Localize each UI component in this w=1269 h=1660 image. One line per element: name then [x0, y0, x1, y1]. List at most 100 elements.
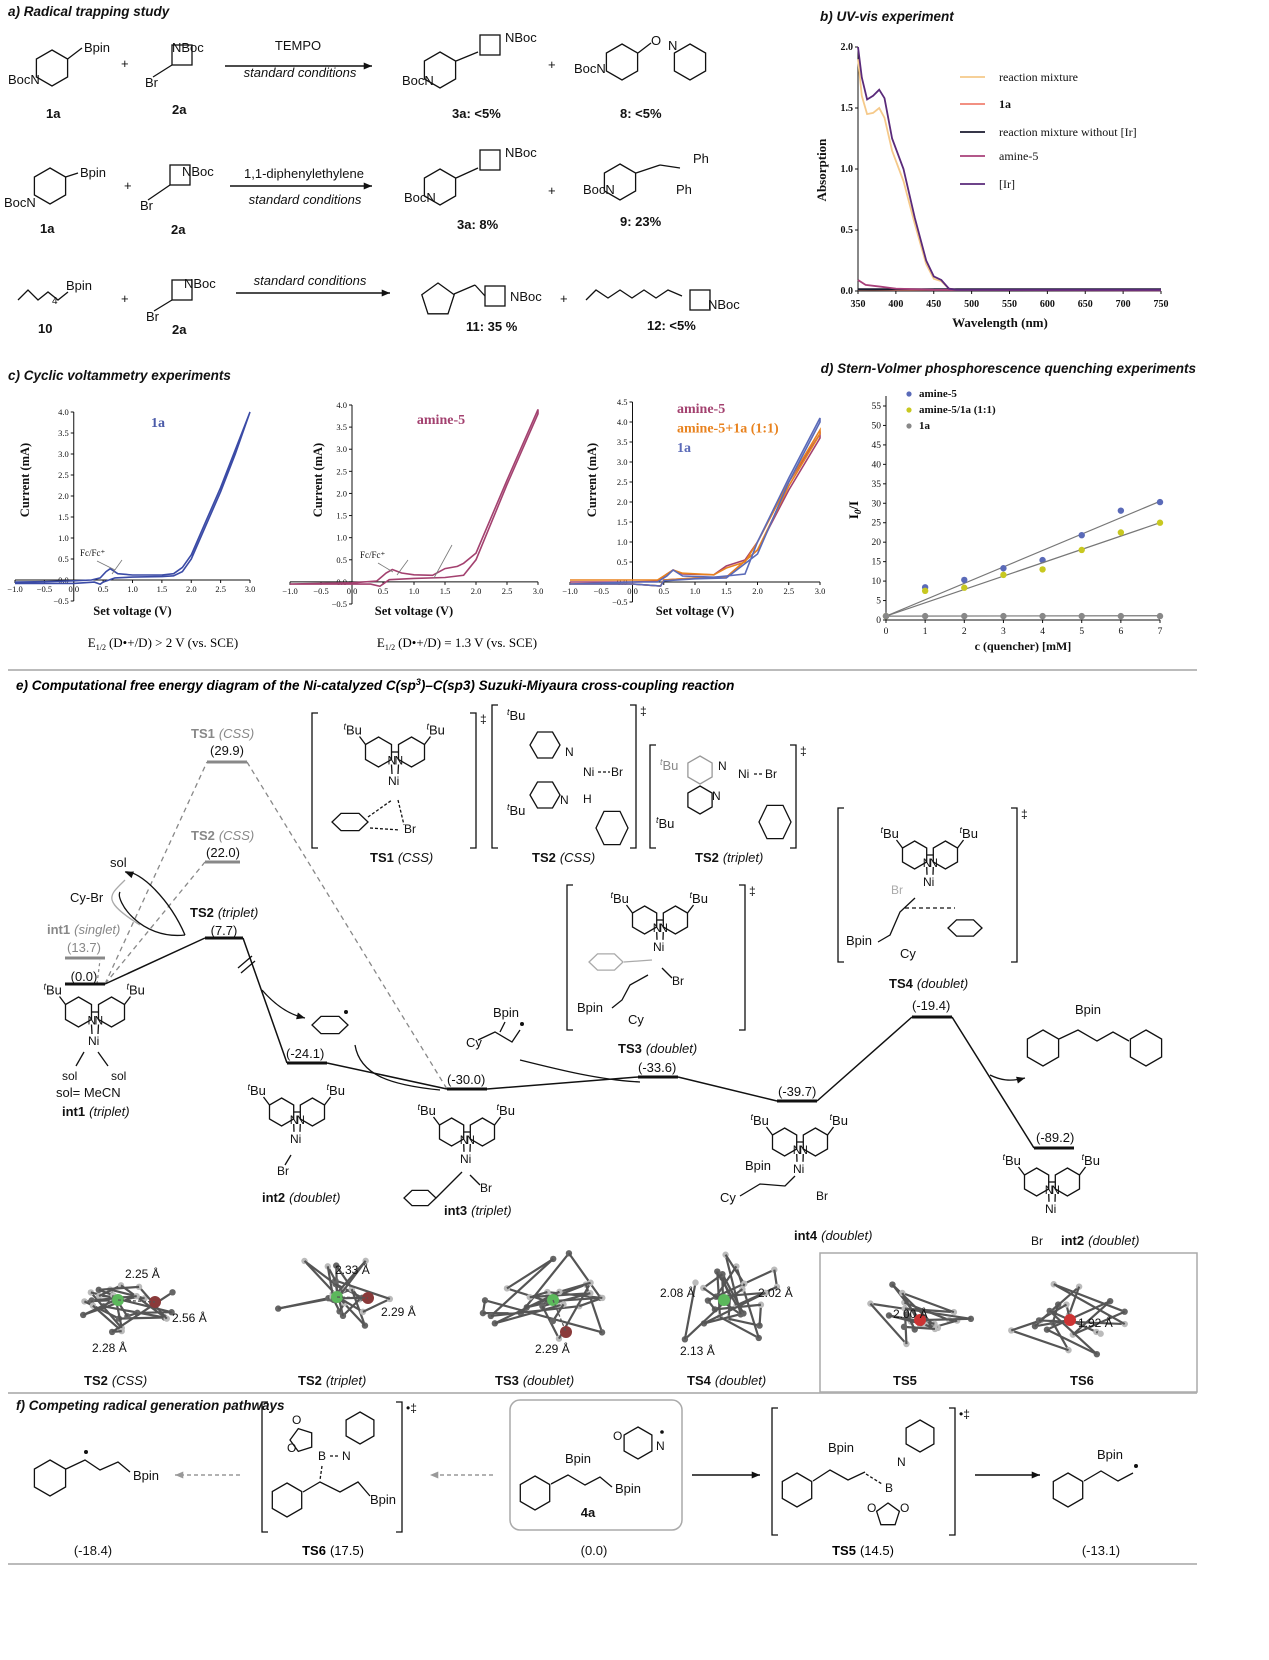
chain-repeat-count: 4	[52, 296, 58, 307]
model-label-state: (doublet)	[715, 1373, 766, 1388]
bracket-left	[837, 807, 844, 963]
nitrogen-label: N	[659, 921, 668, 935]
y-tick-label: 2.0	[336, 488, 347, 498]
bromo-label: Br	[672, 974, 684, 988]
cyclohexyl-ring-icon	[1129, 1029, 1163, 1067]
tbu-label: tBu	[690, 890, 708, 906]
fit-line-amine-5	[885, 500, 1161, 617]
label-ts2-triplet-structure-state: (triplet)	[723, 850, 763, 865]
oxygen-label: O	[900, 1501, 909, 1515]
tbu-label: tBu	[126, 982, 144, 998]
plus-sign: +	[548, 183, 556, 198]
data-point-amine-5-1a-1-1-	[921, 587, 929, 595]
nitrogen-label: N	[1051, 1183, 1060, 1197]
alkene-chain	[17, 289, 69, 301]
panel-b-title: b) UV-vis experiment	[820, 9, 954, 24]
series-line-1a	[14, 411, 251, 586]
model-bond	[278, 1297, 329, 1310]
label-ts1-css: TS1(CSS)	[370, 850, 433, 865]
azetidine-ring-icon	[171, 279, 193, 301]
nboc-label: NBoc	[505, 145, 537, 160]
y-tick-label: −0.5	[332, 599, 347, 609]
bond-distance-label: 2.56 Å	[172, 1310, 207, 1325]
bocn-label: BocN	[8, 72, 40, 87]
x-tick-label: 4	[1040, 627, 1045, 637]
model-bond	[1010, 1329, 1069, 1352]
x-tick-label: 3.0	[533, 586, 544, 596]
piperidine-ring-icon	[423, 168, 457, 206]
phenyl-label: Ph	[693, 151, 709, 166]
annotation-line	[111, 559, 123, 575]
model-bond	[111, 1291, 174, 1333]
alkyl-chain	[739, 1175, 796, 1197]
model-bond	[903, 1325, 936, 1331]
bond-line	[455, 51, 479, 62]
cv-y-axis-label: Current (mA)	[311, 443, 325, 517]
y-tick-label: 0.0	[841, 286, 854, 297]
pyridine-ring-icon	[802, 1127, 829, 1157]
plus-sign: +	[560, 291, 568, 306]
bpin-label: Bpin	[80, 165, 106, 180]
model-bond	[568, 1252, 602, 1299]
energy-ts4: (-19.4)	[912, 998, 950, 1013]
tbu-prefix: t	[960, 825, 963, 835]
bond-line	[97, 1024, 100, 1035]
alkyl-chain	[302, 1481, 371, 1497]
model-bond	[362, 1297, 391, 1313]
data-point-amine-5-1a-1-1-	[1000, 571, 1007, 579]
label-int1-singlet-state: (singlet)	[74, 922, 120, 937]
tbu-prefix: t	[830, 1112, 833, 1122]
transition-state-dagger: •‡	[406, 1401, 417, 1415]
x-tick-label: −0.5	[313, 586, 328, 596]
model-bond	[1010, 1319, 1042, 1332]
y-tick-label: 25	[872, 519, 882, 529]
bocn-label: BocN	[4, 195, 36, 210]
bond-line	[957, 839, 965, 849]
x-tick-label: 3.0	[815, 586, 826, 596]
legend-entry: 1a	[999, 97, 1011, 111]
cv-1a-title: 1a	[151, 416, 165, 431]
model-bond	[490, 1305, 580, 1318]
tbu-text: Bu	[499, 1103, 515, 1118]
tbu-prefix: t	[507, 707, 510, 717]
label-ts3-doublet: TS3(doublet)	[618, 1041, 697, 1056]
singlet-path-dashed	[96, 959, 101, 985]
bond-distance-label: 2.25 Å	[125, 1266, 160, 1281]
fc-reference-label: Fc/Fc⁺	[80, 548, 106, 558]
bromo-label: Br	[140, 198, 154, 213]
nboc-label: NBoc	[172, 40, 204, 55]
tbu-text: Bu	[346, 723, 362, 738]
product-11-yield: 11: 35 %	[466, 319, 518, 334]
x-tick-label: 2	[962, 627, 967, 637]
x-tick-label: −1.0	[282, 586, 297, 596]
cyclohexyl-ring-icon	[595, 810, 629, 846]
tbu-label: tBu	[610, 890, 628, 906]
compound-2a-label: 2a	[171, 222, 186, 237]
annotation-line	[396, 559, 409, 576]
x-tick-label: 1.0	[690, 586, 701, 596]
tbu-label: tBu	[247, 1082, 265, 1098]
potential-subscript: 1/2	[96, 643, 106, 652]
cv-x-axis-label: Set voltage (V)	[93, 604, 171, 618]
nboc-label: NBoc	[505, 30, 537, 45]
arrowhead-icon	[751, 1471, 760, 1479]
y-tick-label: 0.0	[58, 575, 69, 585]
bond-line	[499, 1021, 506, 1033]
bpin-label: Bpin	[493, 1005, 519, 1020]
tbu-prefix: t	[656, 815, 659, 825]
bracket-right	[630, 704, 637, 849]
model-bond	[684, 1301, 725, 1341]
cyclohexyl-ring-icon	[403, 1189, 437, 1207]
azetidine-ring-icon	[479, 149, 501, 171]
tbu-label: tBu	[750, 1112, 768, 1128]
oxygen-label: O	[292, 1413, 301, 1427]
model-bond	[519, 1252, 570, 1314]
piperidine-ring-icon	[603, 163, 637, 201]
bond-line	[152, 64, 173, 78]
nickel-label: Ni	[88, 1034, 99, 1048]
azetidine-ring-icon	[479, 34, 501, 56]
energy-int1-triplet: (0.0)	[71, 969, 98, 984]
bond-line	[435, 1171, 463, 1199]
